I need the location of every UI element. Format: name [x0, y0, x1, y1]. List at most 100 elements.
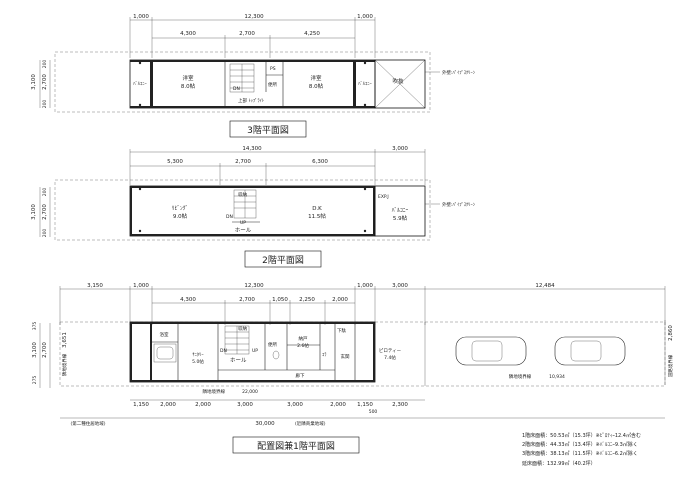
f3-dim-left-3: 200 [42, 100, 48, 109]
f1-piloti-size: 7.4帖 [384, 354, 396, 361]
f1-dim-right-0: 道路境界線 [667, 354, 674, 377]
f1-dim-top-0: 3,150 [87, 283, 103, 289]
f2-dk: D.K [312, 206, 322, 212]
f1-dim-right-1: 2,860 [668, 325, 674, 341]
f2-balcony: ﾊﾞﾙｺﾆｰ [392, 207, 409, 214]
car-2 [554, 336, 626, 366]
f1-dim-bottom-0: 1,150 [133, 402, 149, 408]
f1-storage: 収納 [238, 325, 247, 332]
f3-dim-left-0: 3,100 [31, 74, 37, 90]
f1-boundary: 隣地境界線 [203, 388, 226, 395]
f3-ps: PS [270, 66, 276, 72]
f2-dim-top-1: 3,000 [392, 146, 408, 152]
f2-living-size: 9.0帖 [173, 212, 188, 220]
f1-piloti: ピロティー [379, 348, 402, 354]
f2-dim-left-3: 200 [42, 229, 48, 238]
f1-dn: DN [220, 348, 227, 354]
f2-balcony-size: 5.9帖 [393, 214, 408, 222]
f1-entrance: 玄関 [341, 353, 350, 360]
f2-up: UP [240, 220, 246, 226]
f1-closet-size: 2.6帖 [297, 342, 309, 349]
f1-dim-bottom-2: 2,000 [195, 402, 211, 408]
f1-dim-top-1: 1,000 [133, 283, 149, 289]
f1-bath: 浴室 [160, 331, 169, 338]
f1-dim-sub-3: 2,250 [299, 297, 315, 303]
f3-dim-top-1: 12,300 [244, 14, 264, 20]
f1-hall: ホール [230, 357, 247, 364]
f1-kura: ｺﾗ [322, 352, 327, 358]
f1-sanitary-size: 5.0帖 [192, 358, 204, 365]
f2-hall: ホール [235, 227, 252, 234]
f3-western-right-size: 8.0帖 [309, 82, 324, 90]
f2-storage: 収納 [238, 191, 247, 198]
f2-exp: EXP.J [378, 194, 389, 200]
f2-dim-sub-0: 5,300 [167, 159, 183, 165]
f1-dim-bottom-5: 2,000 [330, 402, 346, 408]
f3-dim-left-1: 2,700 [42, 74, 48, 90]
f1-dim-bottom-4: 3,000 [287, 402, 303, 408]
f1-dim-bottom-1: 2,000 [160, 402, 176, 408]
f3-note-top-light: 上部 ﾄｯﾌﾟﾗｲﾄ [238, 97, 264, 104]
f1-dim-500: 500 [369, 409, 378, 415]
f1-dim-top-5: 12,484 [535, 283, 555, 289]
f2-dim-top-0: 14,300 [242, 146, 262, 152]
f1-dim-left-0: 375 [32, 322, 38, 331]
f1-dim-sub-1: 2,700 [239, 297, 255, 303]
floor3-title: 3階平面図 [247, 125, 289, 136]
f2-outer-wall: 外壁:ﾊﾟｲﾌﾟｽｸﾘｰﾝ [442, 201, 476, 208]
f2-dim-left-1: 2,700 [42, 204, 48, 220]
f1-dim-sub-2: 1,050 [272, 297, 288, 303]
f3-void: 吹抜 [392, 77, 404, 85]
f1-dim-sub-4: 2,000 [332, 297, 348, 303]
f3-dim-top-0: 1,000 [133, 14, 149, 20]
f1-dim-sub-0: 4,300 [180, 297, 196, 303]
f2-dn: DN [226, 214, 233, 220]
f1-boundary-right-dim: 10,934 [549, 374, 565, 380]
f1-dim-left-4: 3,651 [62, 332, 68, 348]
f3-toilet: 便所 [268, 81, 277, 88]
f3-dim-left-2: 200 [42, 60, 48, 69]
f2-dim-sub-2: 6,300 [312, 159, 328, 165]
floor1-title: 配置図兼1階平面図 [257, 440, 335, 452]
car-1 [455, 336, 527, 366]
f3-western-right: 洋室 [310, 74, 322, 82]
f1-dim-top-3: 1,000 [357, 283, 373, 289]
f1-toilet: 便所 [268, 341, 277, 348]
floor3-plan: 1,000 12,300 1,000 4,300 2,700 4,250 3,1… [31, 14, 476, 138]
area-line-2: 2階床面積：44.33㎡（13.4坪）※ﾊﾞﾙｺﾆｰ9.3㎡除く [522, 441, 638, 448]
f2-dim-sub-1: 2,700 [235, 159, 251, 165]
f3-western-left-size: 8.0帖 [181, 82, 196, 90]
f3-balcony-left: ﾊﾞﾙｺﾆｰ [133, 80, 147, 87]
f1-dim-bottom-6: 1,150 [357, 402, 373, 408]
area-line-1: 1階床面積：50.53㎡（15.3坪）※ﾋﾟﾛﾃｨｰ12.4㎡含む [522, 432, 641, 439]
f3-dn: DN [233, 86, 240, 92]
f1-total-note: (近隣商業地域) [295, 420, 326, 427]
f1-dim-left-1: 3,100 [32, 342, 38, 358]
f3-dim-sub-2: 4,250 [304, 31, 320, 37]
f3-dim-sub-1: 2,700 [239, 31, 255, 37]
f1-total: 30,000 [255, 421, 275, 427]
f2-dim-left-0: 3,100 [31, 204, 37, 220]
floor2-plan: 14,300 3,000 5,300 2,700 6,300 3,100 2,7… [31, 146, 476, 268]
f3-dim-sub-0: 4,300 [180, 31, 196, 37]
f1-dim-bottom-3: 3,000 [237, 402, 253, 408]
f1-boundary-dim: 22,000 [242, 389, 258, 395]
f1-dim-left-2: 2,700 [42, 342, 48, 358]
f1-sanitary: ｻﾆﾀﾘｰ [192, 352, 204, 358]
f1-closet: 納戸 [299, 335, 308, 342]
f1-up: UP [252, 348, 258, 354]
f1-dim-left-5: 隣地境界線 [61, 353, 68, 376]
f3-western-left: 洋室 [182, 74, 194, 82]
area-line-3: 3階床面積：38.13㎡（11.5坪）※ﾊﾞﾙｺﾆｰ6.2㎡除く [522, 450, 638, 457]
f1-corridor: 廊下 [296, 372, 305, 379]
f1-dim-bottom-7: 2,300 [392, 402, 408, 408]
f3-balcony-right: ﾊﾞﾙｺﾆｰ [358, 80, 372, 87]
floor1-plan: 3,150 1,000 12,300 1,000 3,000 12,484 4,… [32, 283, 674, 467]
f1-dim-top-2: 12,300 [244, 283, 264, 289]
f2-dim-left-2: 200 [42, 188, 48, 197]
f1-dim-left-3: 275 [32, 376, 38, 385]
f1-boundary-right: 隣地境界線 [509, 373, 532, 380]
area-line-4: 延床面積：132.99㎡（40.2坪） [522, 460, 596, 467]
f1-dim-top-4: 3,000 [392, 283, 408, 289]
